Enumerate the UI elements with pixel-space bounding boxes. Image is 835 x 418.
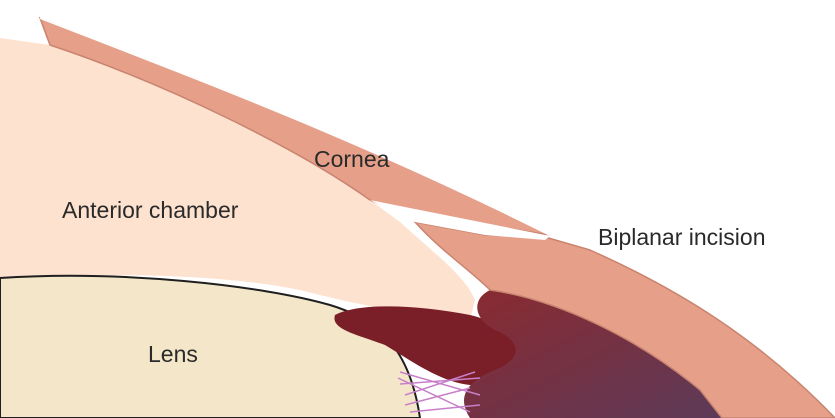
anterior-chamber-label: Anterior chamber — [62, 197, 239, 223]
biplanar-incision-label: Biplanar incision — [598, 224, 765, 250]
lens-label: Lens — [148, 341, 198, 367]
cornea-label: Cornea — [314, 146, 390, 172]
